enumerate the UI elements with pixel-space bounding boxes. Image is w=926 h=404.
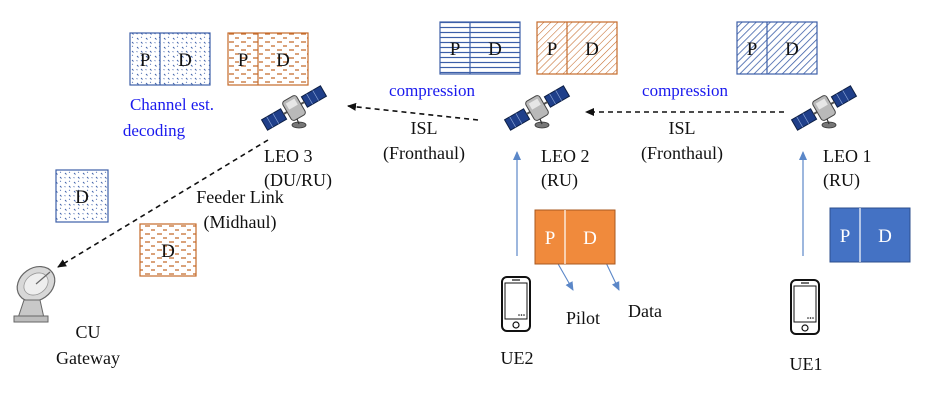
p-cell: P [450, 39, 461, 60]
gateway-label: Gateway [56, 348, 120, 368]
compression-left-label: compression [389, 81, 475, 100]
leo1-label: LEO 1 [823, 146, 872, 166]
midhaul-label: (Midhaul) [204, 212, 277, 233]
feeder-link-arrow [57, 139, 269, 268]
leo1-role-label: (RU) [823, 170, 860, 191]
p-cell: P [840, 226, 851, 247]
data-label: Data [628, 301, 662, 321]
leo2-label: LEO 2 [541, 146, 590, 166]
isl-arrow-leo2-leo3 [347, 102, 479, 121]
fronthaul-right-label: (Fronthaul) [641, 143, 723, 164]
ue2-pd-block: P D [534, 209, 616, 265]
isl-left-label: ISL [411, 118, 438, 138]
cu-label: CU [75, 322, 100, 342]
d-cell: D [488, 39, 502, 60]
d-cell: D [585, 39, 599, 60]
d-cell: D [276, 50, 290, 71]
d-cell: D [785, 39, 799, 60]
pilot-label: Pilot [566, 308, 600, 328]
decoding-label: decoding [123, 121, 186, 140]
gateway-d-block: D [55, 169, 109, 223]
d-cell: D [583, 228, 597, 249]
leo2-pd-block-lines: P D [439, 21, 521, 75]
fronthaul-left-label: (Fronthaul) [383, 143, 465, 164]
leo3-satellite-icon [258, 80, 330, 136]
gateway-dish-icon [13, 265, 56, 323]
ue1-label: UE1 [790, 354, 823, 374]
leo1-satellite-icon [788, 80, 860, 136]
ue2-label: UE2 [501, 348, 534, 368]
leo2-satellite-icon [501, 80, 573, 136]
ue1-phone-icon [790, 279, 820, 335]
compression-right-label: compression [642, 81, 728, 100]
isl-right-label: ISL [669, 118, 696, 138]
d-cell: D [178, 50, 192, 71]
leo2-pd-block-hatched: P D [536, 21, 618, 75]
leo3-pd-block-dotted: P D [129, 32, 211, 86]
leo1-pd-block-hatched: P D [736, 21, 818, 75]
p-cell: P [238, 50, 249, 71]
leo3-role-label: (DU/RU) [264, 170, 332, 191]
p-cell: P [545, 228, 556, 249]
d-cell: D [878, 226, 892, 247]
d-cell: D [75, 187, 89, 208]
feeder-link-label: Feeder Link [196, 187, 283, 207]
leo2-role-label: (RU) [541, 170, 578, 191]
leo3-pd-block-dashed: P D [227, 32, 309, 86]
midhaul-d-block: D [139, 223, 197, 277]
ue1-pd-block: P D [829, 207, 911, 263]
p-cell: P [140, 50, 151, 71]
p-cell: P [547, 39, 558, 60]
leo3-label: LEO 3 [264, 146, 313, 166]
d-cell: D [161, 241, 175, 262]
ue2-phone-icon [501, 276, 531, 332]
p-cell: P [747, 39, 758, 60]
channel-est-label: Channel est. [130, 95, 214, 114]
